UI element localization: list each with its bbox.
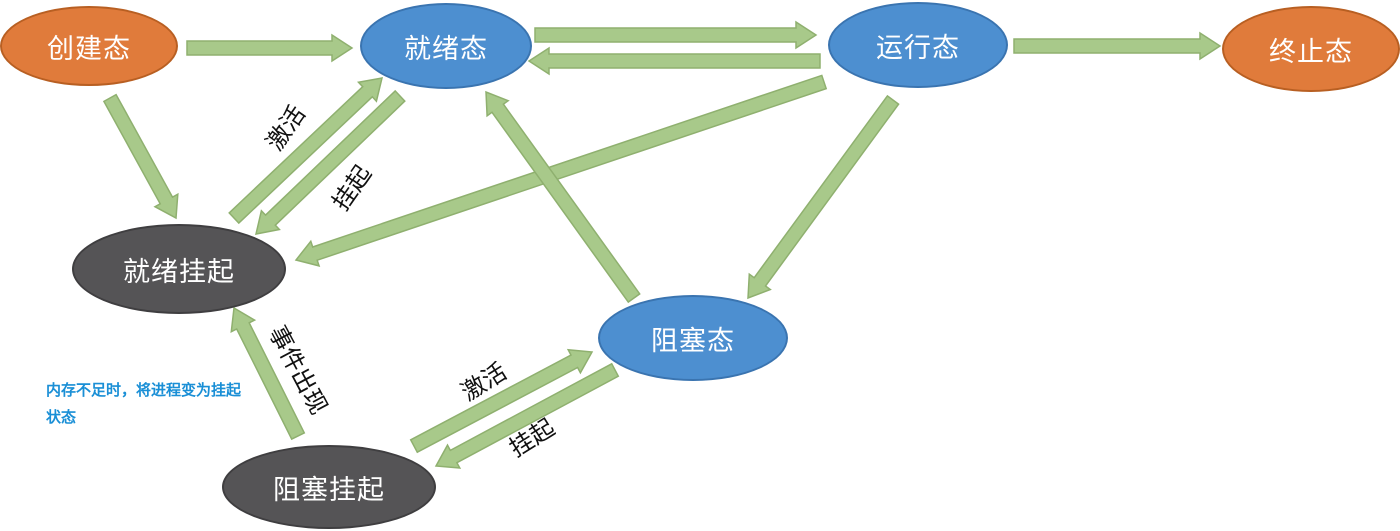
arrow-ready-suspended-to-ready: [228, 77, 383, 225]
arrow-create-to-ready: [186, 33, 354, 63]
arrow-blocked-suspended-to-ready-suspended: [230, 306, 306, 441]
node-blocked-suspended: 阻塞挂起: [222, 445, 436, 529]
arrow-create-to-ready-suspended: [102, 93, 179, 220]
arrow-running-to-ready-suspended: [294, 74, 828, 267]
arrow-ready-to-running: [534, 20, 818, 50]
node-ready-suspended: 就绪挂起: [72, 224, 286, 314]
arrow-blocked-to-blocked-suspended: [434, 362, 620, 469]
node-running: 运行态: [828, 2, 1008, 88]
arrow-running-to-blocked: [747, 94, 900, 300]
arrow-blocked-to-ready: [485, 90, 641, 304]
arrow-blocked-suspended-to-blocked: [409, 348, 594, 454]
node-ready: 就绪态: [360, 3, 532, 89]
memory-note: 内存不足时，将进程变为挂起状态: [46, 381, 242, 426]
arrow-running-to-ready: [527, 46, 821, 76]
node-blocked: 阻塞态: [598, 295, 788, 381]
node-create: 创建态: [0, 6, 178, 86]
node-terminated: 终止态: [1222, 6, 1400, 92]
arrow-ready-to-ready-suspended: [255, 89, 406, 235]
arrow-running-to-terminated: [1013, 31, 1222, 61]
